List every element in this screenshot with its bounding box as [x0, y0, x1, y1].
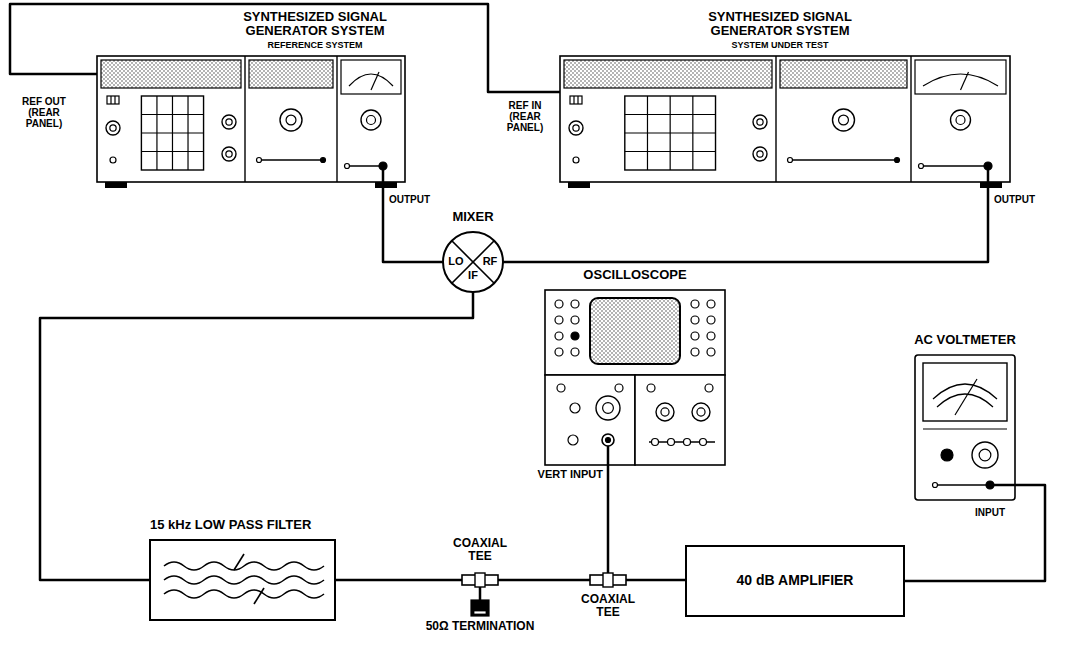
filter-title: 15 kHz LOW PASS FILTER	[150, 518, 390, 532]
coax-cable	[626, 579, 685, 582]
instrument-drawing	[590, 573, 626, 587]
coax-cable	[498, 579, 590, 582]
instrument-subtitle: REFERENCE SYSTEM	[225, 41, 405, 51]
text-holder: AC VOLTMETER	[895, 333, 1035, 347]
instrument-drawing	[560, 56, 1010, 188]
coaxial-tee: COAXIAL TEE	[462, 573, 498, 587]
text-holder: OSCILLOSCOPE	[555, 268, 715, 282]
text-holder: 40 dB AMPLIFIER	[687, 573, 903, 588]
mixer-symbol: MIXERLORFIF	[443, 232, 503, 292]
text-holder: INPUT	[965, 507, 1015, 518]
coax-cable	[10, 4, 560, 92]
ac-voltmeter: AC VOLTMETERINPUT	[915, 355, 1015, 505]
port-name: LO	[447, 255, 465, 267]
port-name: INPUT	[965, 507, 1015, 518]
instrument-drawing	[471, 600, 489, 616]
instrument-drawing	[462, 573, 498, 587]
coaxial-tee: COAXIAL TEE	[590, 573, 626, 587]
label-holder: OUTPUT	[994, 194, 1054, 205]
amplifier-name: 40 dB AMPLIFIER	[687, 573, 903, 588]
port-name: VERT INPUT	[515, 468, 603, 480]
text-holder: SYNTHESIZED SIGNAL GENERATOR SYSTEM	[225, 10, 405, 39]
filter-box: 15 kHz LOW PASS FILTER	[150, 540, 335, 620]
coax-cable	[479, 587, 482, 600]
text-holder: COAXIAL TEE	[440, 537, 520, 563]
instrument-drawing	[915, 355, 1015, 505]
coax-cable	[40, 292, 473, 580]
label-holder: REF IN (REAR PANEL)	[494, 100, 556, 133]
port-name: IF	[464, 269, 482, 281]
instrument-drawing	[545, 290, 725, 465]
text-holder: 50Ω TERMINATION	[425, 620, 535, 633]
part-name: COAXIAL TEE	[440, 537, 520, 563]
signal-generator: SYNTHESIZED SIGNAL GENERATOR SYSTEMSYSTE…	[560, 56, 1010, 188]
instrument-subtitle: SYSTEM UNDER TEST	[690, 41, 870, 51]
text-holder: RF	[481, 255, 499, 267]
part-name: COAXIAL TEE	[568, 593, 648, 619]
label-holder: REF OUT (REAR PANEL)	[16, 96, 72, 129]
mixer-title: MIXER	[423, 210, 523, 224]
text-holder: SYNTHESIZED SIGNAL GENERATOR SYSTEM	[690, 10, 870, 39]
port-name: OUTPUT	[389, 194, 449, 205]
text-holder: MIXER	[423, 210, 523, 224]
instrument-title: SYNTHESIZED SIGNAL GENERATOR SYSTEM	[225, 10, 405, 39]
instrument-drawing	[97, 56, 405, 188]
instrument-title: AC VOLTMETER	[895, 333, 1035, 347]
coax-cable	[335, 579, 462, 582]
text-holder: LO	[447, 255, 465, 267]
coax-cable	[607, 465, 610, 573]
instrument-drawing	[150, 540, 335, 620]
panel-note: REF OUT (REAR PANEL)	[16, 96, 72, 129]
part-name: 50Ω TERMINATION	[425, 620, 535, 633]
port-name: OUTPUT	[994, 194, 1054, 205]
text-holder: SYSTEM UNDER TEST	[690, 41, 870, 51]
text-holder: REFERENCE SYSTEM	[225, 41, 405, 51]
termination: 50Ω TERMINATION	[471, 600, 489, 616]
text-holder: VERT INPUT	[515, 468, 603, 480]
instrument-title: SYNTHESIZED SIGNAL GENERATOR SYSTEM	[690, 10, 870, 39]
instrument-title: OSCILLOSCOPE	[555, 268, 715, 282]
amplifier-box: 40 dB AMPLIFIER	[685, 545, 905, 617]
signal-generator: SYNTHESIZED SIGNAL GENERATOR SYSTEMREFER…	[97, 56, 405, 188]
label-holder: OUTPUT	[389, 194, 449, 205]
panel-note: REF IN (REAR PANEL)	[494, 100, 556, 133]
oscilloscope: OSCILLOSCOPEVERT INPUT	[545, 290, 725, 465]
port-name: RF	[481, 255, 499, 267]
text-holder: COAXIAL TEE	[568, 593, 648, 619]
text-holder: IF	[464, 269, 482, 281]
coax-cable	[503, 188, 988, 262]
text-holder: 15 kHz LOW PASS FILTER	[150, 518, 390, 532]
